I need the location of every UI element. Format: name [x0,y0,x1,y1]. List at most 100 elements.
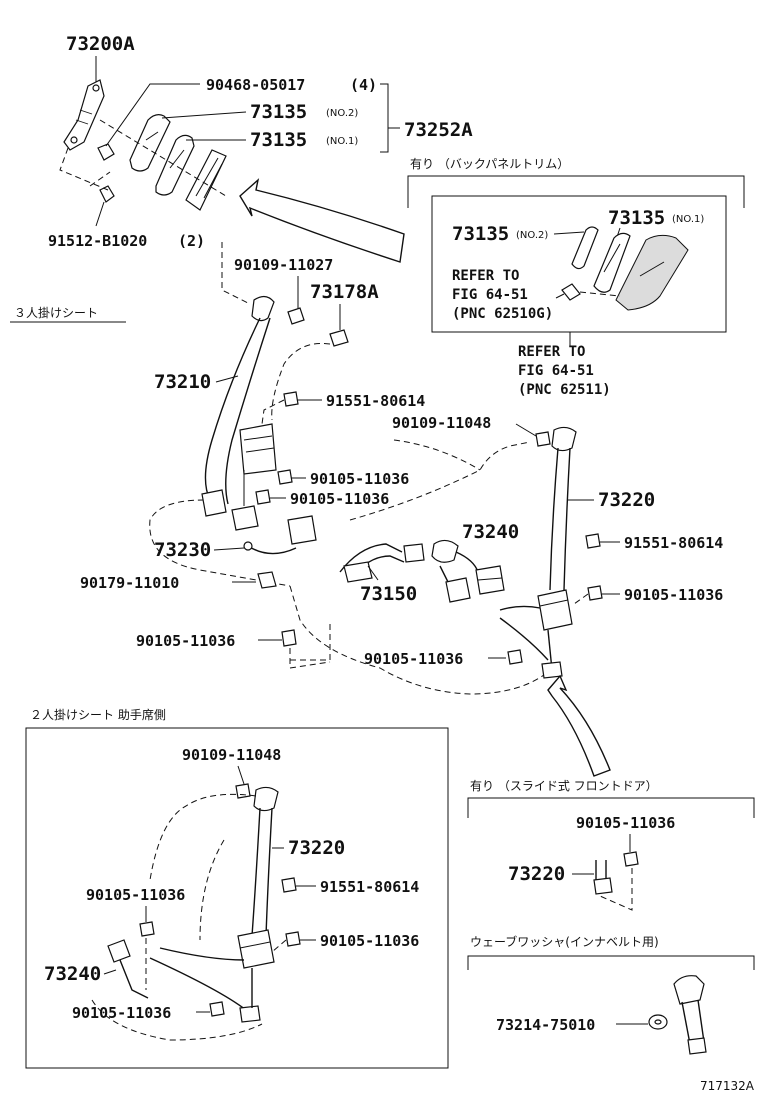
label-90109-11027: 90109-11027 [234,256,333,274]
label-91551-80614-b: 91551-80614 [624,534,723,552]
lower-anchor-73210 [231,505,259,531]
s2-bolt-90105-11036-a [139,921,155,937]
label-90468-05017: 90468-05017 [206,76,305,94]
slide-bolt-90105-11036 [623,851,639,867]
label-91512-B1020: 91512-B1020 [48,232,147,250]
label-73220-a: 73220 [598,489,655,511]
inset1-refer-to: REFER TO [452,268,519,284]
bolt-91551-80614-b [585,533,601,549]
s2-label-90105-11036-a: 90105-11036 [86,886,185,904]
pnc-2: (PNC 62511) [518,382,611,398]
s2-bolt-90105-11036-c [209,1001,225,1017]
fig-2: FIG 64-51 [518,363,594,379]
anchor-73150 [343,561,373,583]
bolt-90105-11036-b [255,489,271,505]
s2-label-90105-11036-b: 90105-11036 [320,932,419,950]
bolt-90109-11048-a [535,431,551,447]
tongue-73210 [201,489,227,517]
label-73230: 73230 [154,539,211,561]
trim-panel [185,149,227,211]
label-90105-11036-d: 90105-11036 [136,632,235,650]
s2-label-90105-11036-c: 90105-11036 [72,1004,171,1022]
s2-lower-anchor [239,1005,261,1023]
slide-label-73220: 73220 [508,863,565,885]
s2-label-73220: 73220 [288,837,345,859]
cover-73135-no1 [155,134,195,196]
label-90468-qty: (4) [350,76,377,94]
bolt-90105-11036-d [281,629,297,647]
cap-73178A [329,329,349,347]
buckle-73230 [287,515,317,545]
label-73210: 73210 [154,371,211,393]
inset1-label-no2: (NO.2) [516,230,548,241]
s2-anchor-upper [253,786,279,812]
buckle-base-73240-a [475,565,505,595]
view-arrow-upper [239,178,405,263]
label-90105-11036-a: 90105-11036 [310,470,409,488]
inset1-clip [561,283,581,301]
s2-bolt-90109-11048 [235,783,251,799]
top-left-group: 73200A 90468-05017 (4) 73135 (NO.2) 7313… [48,33,473,263]
buckle-73240-a [431,539,459,563]
bolt-90105-11036-a [277,469,293,485]
label-90105-11036-e: 90105-11036 [364,650,463,668]
bracket-73240-a [445,577,471,603]
s2-label-91551-80614: 91551-80614 [320,878,419,896]
slide-anchor-73220 [593,877,613,895]
inset-sliding-front-door: 有り （スライド式 フロントドア） 90105-11036 73220 [467,779,755,911]
inset-wave-washer: ウェーブワッシャ(インナベルト用) 73214-75010 [467,934,755,1055]
retractor-73220-a [537,589,573,631]
seat2-title: ２人掛けシート 助手席側 [30,707,166,722]
label-73200A: 73200A [66,33,135,55]
inset1-frame [431,195,727,333]
label-73135-no2: 73135 [250,101,307,123]
washer-buckle-top [673,975,705,1005]
s2-retractor [237,929,275,969]
label-73178A: 73178A [310,281,379,303]
clip-90468-05017 [97,143,115,161]
reference-62511: REFER TO FIG 64-51 (PNC 62511) [518,332,611,398]
label-90179-11010: 90179-11010 [80,574,179,592]
s2-label-90109-11048: 90109-11048 [182,746,281,764]
slide-label-90105-11036: 90105-11036 [576,814,675,832]
drawing-code: 717132A [700,1079,755,1093]
label-73240-a: 73240 [462,521,519,543]
seat2-frame [25,727,449,1069]
label-91512-qty: (2) [178,232,205,250]
bolt-91512-B1020 [99,185,115,203]
three-seat-assembly: ３人掛けシート 90109-11027 73178A 73210 91551-8… [10,242,723,777]
inset1-label-73135-no2: 73135 [452,223,509,245]
bolt-90109-11027 [287,307,305,325]
inset1-cover-no2 [571,226,599,270]
lower-anchor-73220-a [541,661,563,679]
inset1-pnc: (PNC 62510G) [452,306,553,322]
slide-title: 有り （スライド式 フロントドア） [470,779,658,793]
bolt-90105-11036-c [587,585,603,601]
washer-label-73214-75010: 73214-75010 [496,1016,595,1034]
inset1-fig: FIG 64-51 [452,287,528,303]
inset1-cover-no1 [593,232,631,293]
label-73252A: 73252A [404,119,473,141]
label-90109-11048-a: 90109-11048 [392,414,491,432]
inset1-title: 有り （バックパネルトリム） [410,157,569,171]
nut-90179-11010 [257,571,277,589]
anchor-upper-73220-a [551,426,577,452]
s2-bolt-90105-11036-b [285,931,301,947]
inset-back-panel-trim: 有り （バックパネルトリム） 73135 (NO.2) 73135 (NO.1)… [407,157,745,333]
label-91551-80614-a: 91551-80614 [326,392,425,410]
bracket-73200A [63,79,105,151]
label-73135-no1: 73135 [250,129,307,151]
seat3-title: ３人掛けシート [14,305,98,320]
washer-buckle-base [687,1037,707,1055]
bolt-90105-11036-e [507,649,523,665]
cover-73135-no2 [129,114,171,172]
s2-label-73240: 73240 [44,963,101,985]
inset1-label-no1: (NO.1) [672,214,704,225]
inset1-trim-panel [615,234,689,311]
s2-buckle-73240 [107,939,131,963]
label-no1: (NO.1) [326,136,358,147]
label-73150: 73150 [360,583,417,605]
inset-two-seat-passenger: ２人掛けシート 助手席側 90109-11048 73220 91551-806… [25,707,449,1069]
view-arrow-lower [547,674,611,777]
